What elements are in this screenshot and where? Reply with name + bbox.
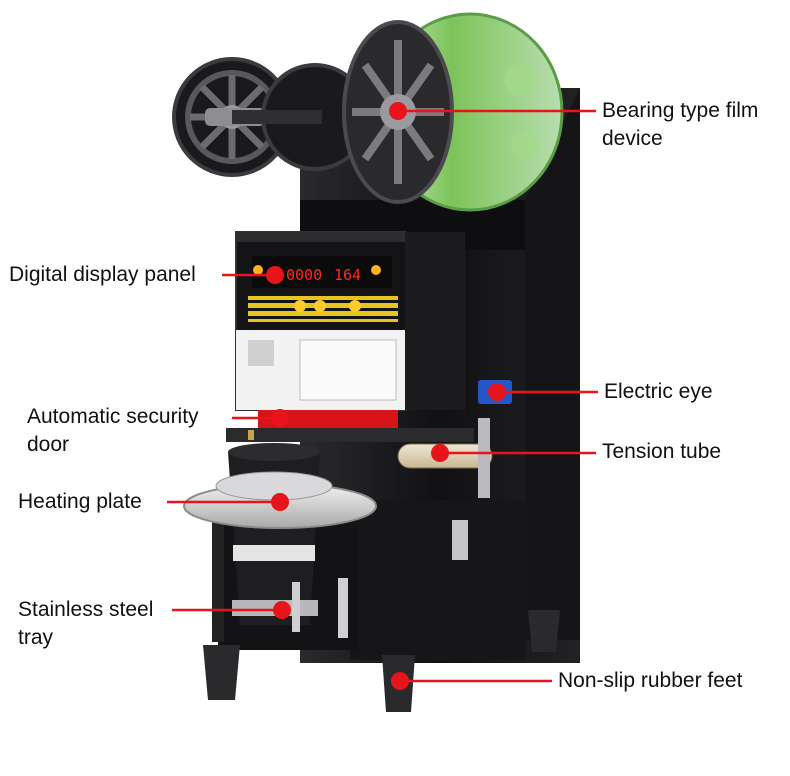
label-tension-tube: Tension tube (602, 438, 721, 466)
rear-spool (172, 57, 369, 177)
label-line: Heating plate (18, 490, 142, 513)
label-line: Digital display panel (9, 263, 196, 286)
callout-dot-feet (391, 672, 409, 690)
label-non-slip-rubber-feet: Non-slip rubber feet (558, 667, 742, 695)
label-line: Tension tube (602, 440, 722, 463)
rubber-feet (203, 610, 560, 712)
callout-dot-display (266, 266, 284, 284)
label-line: Stainless steel (18, 598, 154, 621)
label-bearing-film-device: Bearing type film device (602, 97, 758, 153)
digital-display-panel: 0000 164 (252, 256, 392, 312)
callout-dot-film (389, 102, 407, 120)
label-line: Automatic security (27, 405, 199, 428)
callout-dot-tension (431, 444, 449, 462)
label-line: device (602, 127, 663, 150)
label-heating-plate: Heating plate (18, 488, 142, 516)
display-right-readout: 164 (334, 266, 361, 284)
callout-dot-door (271, 409, 289, 427)
paper-cup (228, 443, 320, 625)
label-line: door (27, 433, 70, 456)
callout-dot-heating (271, 493, 289, 511)
label-stainless-steel-tray: Stainless steel tray (18, 596, 153, 652)
callout-lines (167, 102, 598, 690)
label-digital-display-panel: Digital display panel (9, 261, 196, 289)
label-electric-eye: Electric eye (604, 378, 713, 406)
label-line: Electric eye (604, 380, 713, 403)
callout-dot-tray (273, 601, 291, 619)
label-line: Bearing type film (602, 99, 759, 122)
callout-dot-eye (488, 383, 506, 401)
label-line: tray (18, 626, 54, 649)
security-door (226, 410, 474, 442)
display-left-readout: 0000 (286, 266, 322, 284)
label-line: Non-slip rubber feet (558, 669, 743, 692)
label-automatic-security-door: Automatic security door (27, 403, 199, 459)
